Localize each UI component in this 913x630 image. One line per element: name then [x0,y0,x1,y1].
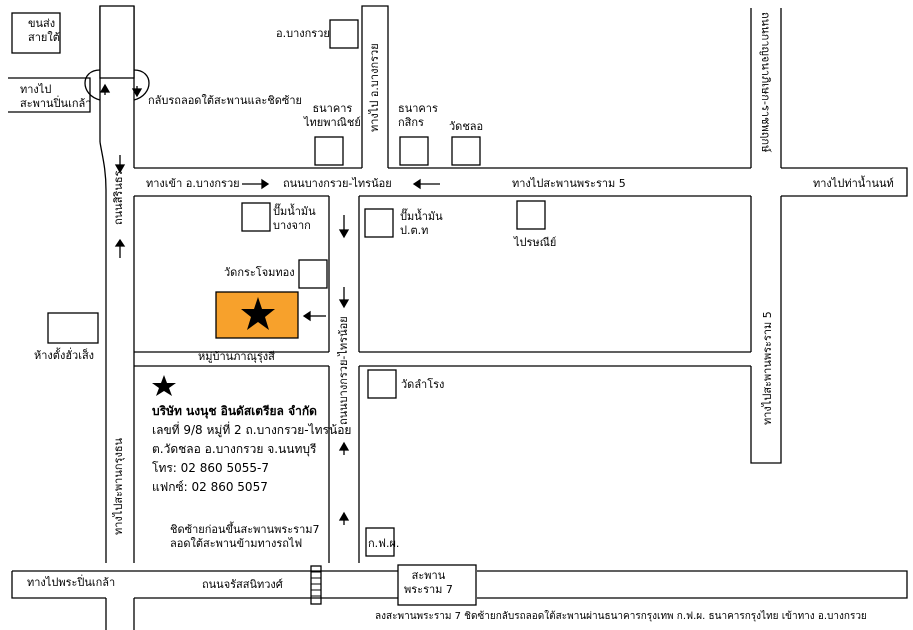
wat-lamrong-label: วัดลำโรง [401,378,445,391]
road-left-bottom [105,598,135,630]
road-middle-right [359,351,751,367]
company-address-1: เลขที่ 9/8 หมู่ที่ 2 ถ.บางกรวย-ไทรน้อย [152,423,352,437]
company-star [152,375,176,396]
company-fax: แฟกซ์: 02 860 5057 [152,480,268,494]
ptt-box [364,208,394,238]
top-main-road-label: ถนนบางกรวย-ไทรน้อย [283,177,392,190]
road-bottom-left-edges [11,571,398,599]
kbank-box [399,136,429,166]
department-store-label: ห้างตั้งฮั่วเส็ง [34,349,95,362]
kbank-label: ธนาคาร กสิกร [398,102,438,129]
road-right-top [750,8,782,168]
wat-chalo-label: วัดชลอ [449,120,484,133]
ptt-label: ปั๊มน้ำมัน ป.ต.ท [400,210,443,237]
bangchak-box [241,202,271,232]
post-office-label: ไปรษณีย์ [514,236,557,249]
bangchak-label: ปั๊มน้ำมัน บางจาก [273,205,316,232]
road-left-branch [8,77,91,113]
bus-terminal-label: ขนส่ง สายใต้ [28,17,60,44]
wat-chalo-box [451,136,481,166]
road-top-edge-right [781,167,908,197]
rail-crossing [310,565,322,605]
amphoe-box [329,19,359,49]
left-branch-label: ทางไป สะพานปิ่นเกล้า [20,83,92,110]
bottom-directions: ลงสะพานพระราม 7 ชิดซ้ายกลับรถลอดใต้สะพาน… [375,611,867,622]
curve-left [84,69,101,101]
bridge-box [397,564,477,606]
road-top-center [361,5,389,168]
destination-star [241,297,275,330]
road-middle-left [134,351,329,367]
top-right-road-label: ทางไปสะพานพระราม 5 [512,177,626,190]
company-address-2: ต.วัดชลอ อ.บางกรวย จ.นนทบุรี [152,442,317,456]
scb-box [314,136,344,166]
road-center-lower [328,366,360,563]
amphoe-label: อ.บางกรวย [276,27,330,40]
department-store-box [47,312,99,344]
wat-krachom-box [298,259,328,289]
road-bottom-edges [12,570,908,599]
top-left-road-label: ทางเข้า อ.บางกรวย [146,177,240,190]
scb-label: ธนาคาร ไทยพาณิชย์ [304,102,361,129]
egat-label: ก.ฟ.ผ. [368,537,400,550]
right-vertical-top-label: ถนนกาญจนาภิเษก-ราชพฤกษ์ [759,12,772,153]
left-turn-note: ชิดซ้ายก่อนขึ้นสะพานพระราม7 ลอดใต้สะพานข… [170,523,320,550]
company-info: บริษัท นงนุช อินดัสเตรียล จำกัด เลขที่ 9… [152,402,351,497]
right-vertical-mid-label: ทางไปสะพานพระราม 5 [761,311,774,425]
bus-station-box [11,12,61,54]
wat-krachom-label: วัดกระโจมทอง [224,266,295,279]
bus-terminal-building [99,5,135,79]
top-center-vertical-label: ทางไป อ.บางกรวย [368,43,381,132]
left-vertical-road-label: ถนนสิรินธร [112,170,125,225]
far-right-road-label: ทางไปท่าน้ำนนท์ [813,177,894,190]
company-phone: โทร: 02 860 5055-7 [152,461,269,475]
bridge-label: สะพาน พระราม 7 [404,569,453,596]
village-label: หมู่บ้านภาณุรุ่งสี [198,350,275,363]
curve-right [133,69,150,101]
bottom-road-label: ถนนจรัสสนิทวงศ์ [202,578,283,591]
road-left-left-edge [99,141,107,563]
egat-box [365,527,395,557]
wat-lamrong-box [367,369,397,399]
bottom-left-road-label: ทางไปพระปิ่นเกล้า [27,576,116,589]
post-office-box [516,200,546,230]
road-right-mid [750,196,782,464]
company-name: บริษัท นงนุช อินดัสเตรียล จำกัด [152,404,317,418]
u-turn-note: กลับรถลอดใต้สะพานและชิดซ้าย [148,94,302,107]
left-lower-road-label: ทางไปสะพานกรุงธน [112,437,125,535]
